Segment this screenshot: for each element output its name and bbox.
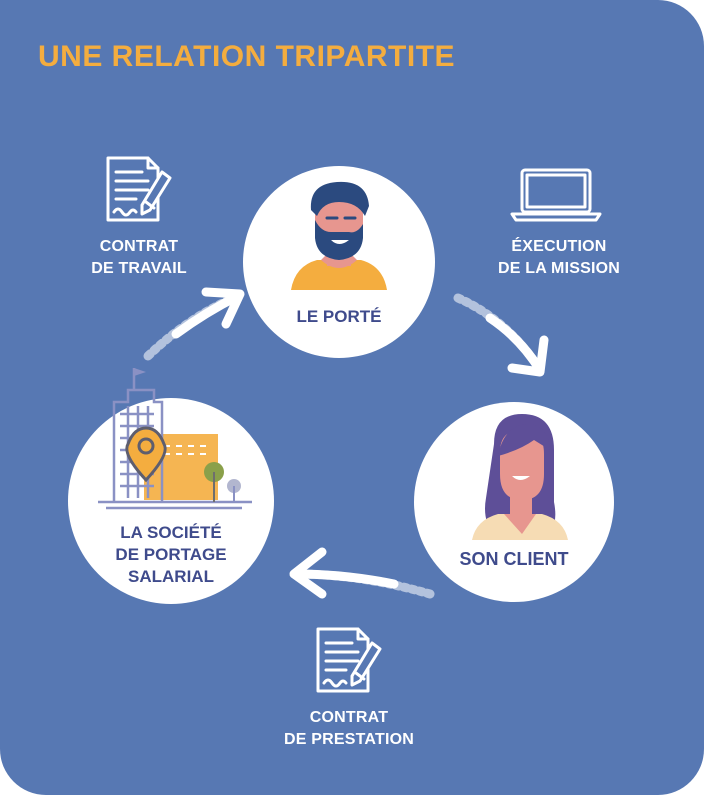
bearded-man-avatar-icon [291, 181, 387, 290]
contrat-travail-caption: CONTRAT DE TRAVAIL [91, 238, 187, 277]
laptop-icon [510, 168, 602, 222]
node-le-porte: LE PORTÉ [243, 166, 435, 358]
node-son-client-label: SON CLIENT [459, 549, 569, 569]
office-building-location-icon [98, 368, 252, 510]
contrat-prestation-caption: CONTRAT DE PRESTATION [283, 709, 414, 748]
page-title: UNE RELATION TRIPARTITE [38, 40, 456, 73]
node-son-client: SON CLIENT [414, 402, 614, 602]
signed-contract-icon [106, 156, 172, 222]
woman-avatar-icon [472, 414, 568, 540]
node-le-porte-label: LE PORTÉ [296, 307, 382, 326]
execution-mission-caption: ÉXECUTION DE LA MISSION [497, 238, 620, 277]
node-societe-portage-label: LA SOCIÉTÉ DE PORTAGE SALARIAL [115, 523, 227, 586]
signed-contract-icon [316, 627, 382, 693]
